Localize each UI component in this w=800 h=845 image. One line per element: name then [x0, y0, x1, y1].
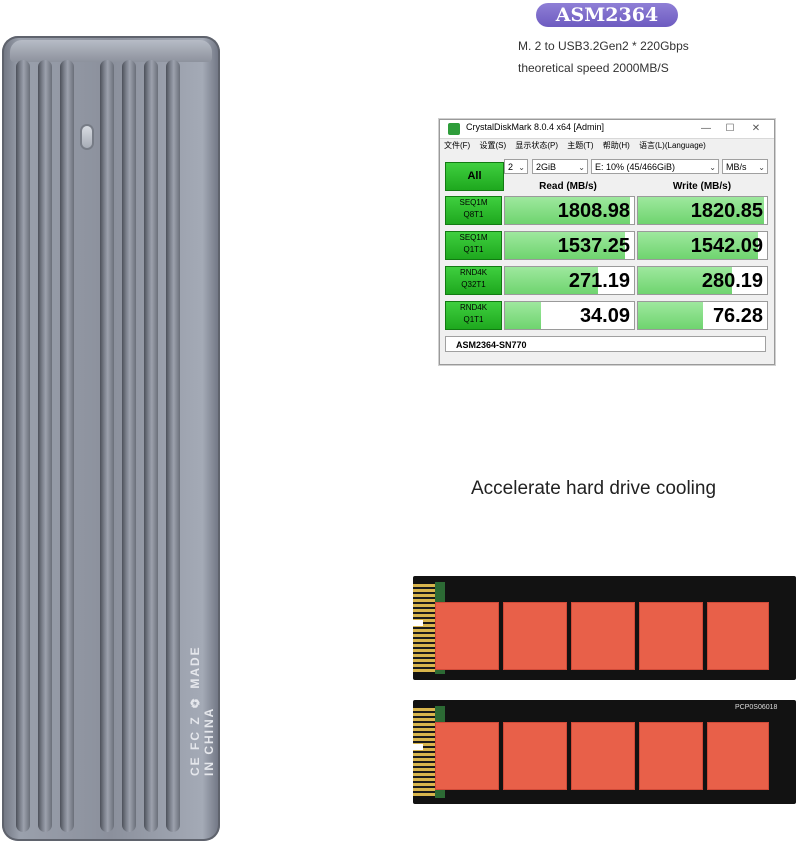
read-result-cell: 1808.98	[504, 196, 635, 225]
write-result-cell: 280.19	[637, 266, 768, 295]
read-result-cell: 1537.25	[504, 231, 635, 260]
write-value: 1820.85	[690, 200, 763, 222]
write-bar-fill	[638, 302, 703, 329]
menu-settings[interactable]: 设置(S)	[479, 141, 507, 150]
maximize-button[interactable]: ☐	[725, 123, 735, 134]
drive-value: E: 10% (45/466GiB)	[595, 162, 676, 172]
cooling-fin	[100, 60, 114, 832]
write-header: Write (MB/s)	[672, 181, 732, 192]
menu-profile[interactable]: 显示状态(P)	[515, 141, 559, 150]
menu-language[interactable]: 语言(L)(Language)	[639, 141, 706, 150]
cooling-fin	[166, 60, 180, 832]
test-params: Q32T1	[461, 280, 486, 289]
read-result-cell: 34.09	[504, 301, 635, 330]
test-params: Q8T1	[463, 210, 484, 219]
read-value: 1808.98	[557, 200, 630, 222]
menu-file[interactable]: 文件(F)	[444, 141, 471, 150]
ssd-board-top	[413, 576, 796, 680]
read-bar-fill	[505, 232, 625, 259]
write-value: 280.19	[701, 270, 763, 292]
read-result-cell: 271.19	[504, 266, 635, 295]
write-bar-fill	[638, 197, 765, 224]
thermal-pad	[571, 602, 635, 670]
thermal-pad	[707, 602, 769, 670]
chevron-down-icon: ⌄	[709, 163, 716, 172]
write-value: 76.28	[712, 305, 763, 327]
unit-select[interactable]: MB/s ⌄	[722, 159, 768, 174]
drive-select[interactable]: E: 10% (45/466GiB) ⌄	[591, 159, 719, 174]
read-value: 1537.25	[557, 235, 630, 257]
test-count-select[interactable]: 2⌄	[504, 159, 528, 174]
ssd-board-bottom: PCP0S06018	[413, 700, 796, 804]
spec-line-2: theoretical speed 2000MB/S	[518, 61, 669, 75]
write-result-cell: 1542.09	[637, 231, 768, 260]
write-bar-fill	[638, 232, 758, 259]
thermal-pad	[503, 602, 567, 670]
read-bar-fill	[505, 197, 631, 224]
seq1m-q1t1-button[interactable]: SEQ1M Q1T1	[445, 231, 502, 260]
test-name: SEQ1M	[459, 198, 488, 207]
test-name: RND4K	[459, 268, 488, 277]
chevron-down-icon: ⌄	[578, 163, 585, 172]
board-label: PCP0S06018	[735, 704, 778, 711]
read-bar-fill	[505, 302, 542, 329]
seq1m-q8t1-button[interactable]: SEQ1M Q8T1	[445, 196, 502, 225]
rnd4k-q1t1-button[interactable]: RND4K Q1T1	[445, 301, 502, 330]
test-size-value: 2GiB	[536, 162, 557, 172]
cooling-fin	[144, 60, 158, 832]
menu-bar: 文件(F) 设置(S) 显示状态(P) 主题(T) 帮助(H) 语言(L)(La…	[444, 140, 713, 154]
cooling-fin	[38, 60, 52, 832]
test-count-value: 2	[508, 162, 514, 172]
chevron-down-icon: ⌄	[758, 163, 765, 172]
thermal-pad	[571, 722, 635, 790]
read-bar-fill	[505, 267, 598, 294]
test-name: RND4K	[459, 303, 488, 312]
write-result-cell: 76.28	[637, 301, 768, 330]
spec-line-1: M. 2 to USB3.2Gen2 * 220Gbps	[518, 39, 689, 53]
chip-badge: ASM2364	[536, 3, 678, 27]
test-params: Q1T1	[463, 245, 484, 254]
key-notch	[413, 744, 423, 750]
thermal-pad	[639, 722, 703, 790]
read-value: 34.09	[579, 305, 630, 327]
enclosure-top-cap	[10, 40, 212, 62]
menu-theme[interactable]: 主题(T)	[567, 141, 594, 150]
thermal-pad	[503, 722, 567, 790]
minimize-button[interactable]: —	[701, 123, 711, 134]
menu-help[interactable]: 帮助(H)	[602, 141, 630, 150]
thermal-pad	[435, 722, 499, 790]
write-bar-fill	[638, 267, 733, 294]
m2-connector	[413, 708, 435, 796]
cooling-fin	[122, 60, 136, 832]
test-size-select[interactable]: 2GiB ⌄	[532, 159, 588, 174]
test-name: SEQ1M	[459, 233, 488, 242]
crystaldiskmark-window: CrystalDiskMark 8.0.4 x64 [Admin] — ☐ ✕ …	[439, 119, 775, 365]
read-header: Read (MB/s)	[539, 181, 597, 192]
window-titlebar: CrystalDiskMark 8.0.4 x64 [Admin] — ☐ ✕	[440, 120, 774, 139]
rnd4k-q32t1-button[interactable]: RND4K Q32T1	[445, 266, 502, 295]
ssd-enclosure-image: CE FC Z ♻ MADE IN CHINA	[2, 36, 220, 841]
thermal-pad	[707, 722, 769, 790]
close-button[interactable]: ✕	[751, 123, 761, 134]
status-led	[82, 126, 92, 148]
read-value: 271.19	[568, 270, 630, 292]
m2-connector	[413, 584, 435, 672]
cooling-fin	[60, 60, 74, 832]
chevron-down-icon: ⌄	[518, 163, 525, 172]
app-logo-icon	[448, 123, 460, 135]
run-all-button[interactable]: All	[445, 162, 504, 191]
test-params: Q1T1	[463, 315, 484, 324]
key-notch	[413, 620, 423, 626]
thermal-pad	[435, 602, 499, 670]
certification-marks: CE FC Z ♻ MADE IN CHINA	[188, 645, 216, 776]
write-result-cell: 1820.85	[637, 196, 768, 225]
unit-value: MB/s	[726, 162, 747, 172]
cooling-fin	[16, 60, 30, 832]
comment-field[interactable]: ASM2364-SN770	[445, 336, 766, 352]
cooling-caption: Accelerate hard drive cooling	[471, 478, 717, 499]
thermal-pad	[639, 602, 703, 670]
write-value: 1542.09	[690, 235, 763, 257]
window-title: CrystalDiskMark 8.0.4 x64 [Admin]	[466, 122, 605, 132]
